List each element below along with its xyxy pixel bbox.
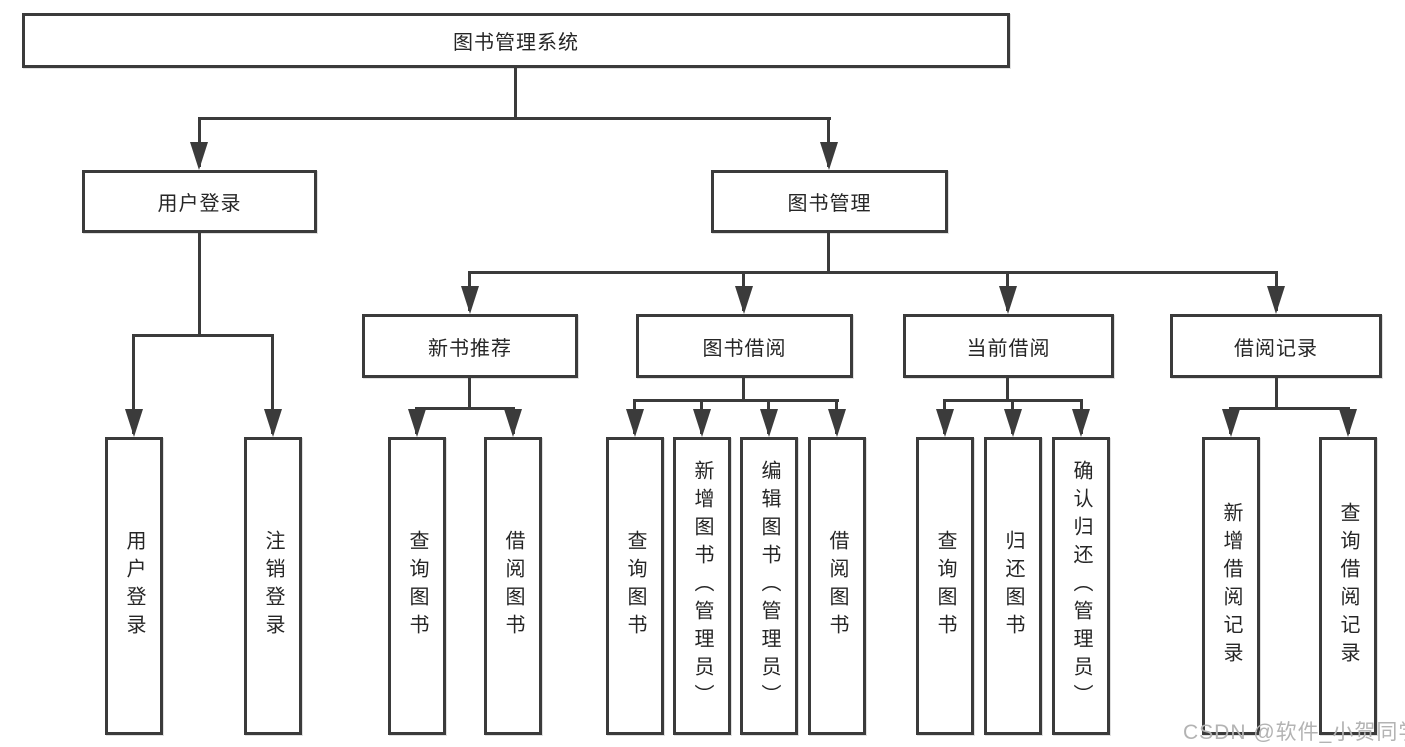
arrowhead-book-mgmt: [820, 142, 838, 170]
leaf-borrow-query: 查询图书: [606, 437, 664, 735]
edge-current-stem: [1006, 378, 1009, 402]
watermark: CSDN @软件_小贺同学: [1183, 721, 1405, 744]
leaf-newbooks-query: 查询图书: [388, 437, 446, 735]
edge-newbooks-bar: [415, 407, 515, 410]
leaf-current-query: 查询图书: [916, 437, 974, 735]
leaf-records-add: 新增借阅记录: [1202, 437, 1260, 735]
leaf-records-query: 查询借阅记录: [1319, 437, 1377, 735]
leaf-borrow-add-admin: 新增图书（管理员）: [673, 437, 731, 735]
leaf-current-return-label: 归还图书: [1002, 530, 1024, 642]
arrowhead-current-leaf1: [936, 409, 954, 437]
arrowhead-borrow-leaf2: [693, 409, 711, 437]
node-user-login: 用户登录: [82, 170, 317, 233]
edge-login-leaf1-stem: [132, 334, 135, 434]
leaf-borrow-borrow-label: 借阅图书: [826, 530, 848, 642]
arrowhead-newbooks-leaf1: [408, 409, 426, 437]
edge-borrow-bar: [633, 399, 839, 402]
leaf-newbooks-query-label: 查询图书: [406, 530, 428, 642]
node-current-borrowing: 当前借阅: [903, 314, 1114, 378]
edge-records-stem: [1275, 378, 1278, 410]
node-book-borrowing: 图书借阅: [636, 314, 853, 378]
arrowhead-records-leaf1: [1222, 409, 1240, 437]
arrowhead-newbooks-leaf2: [504, 409, 522, 437]
leaf-current-return: 归还图书: [984, 437, 1042, 735]
edge-login-bar: [132, 334, 274, 337]
arrowhead-newbooks: [461, 286, 479, 314]
arrowhead-borrow-leaf4: [828, 409, 846, 437]
leaf-borrow-add-admin-label: 新增图书（管理员）: [691, 460, 713, 712]
edge-borrow-stem: [742, 378, 745, 402]
arrowhead-login: [190, 142, 208, 170]
arrowhead-borrow: [735, 286, 753, 314]
leaf-borrow-borrow: 借阅图书: [808, 437, 866, 735]
leaf-borrow-edit-admin-label: 编辑图书（管理员）: [758, 460, 780, 712]
arrowhead-login-leaf2: [264, 409, 282, 437]
arrowhead-borrow-leaf1: [626, 409, 644, 437]
node-new-book-recommend: 新书推荐: [362, 314, 578, 378]
leaf-borrow-edit-admin: 编辑图书（管理员）: [740, 437, 798, 735]
leaf-user-login: 用户登录: [105, 437, 163, 735]
edge-login-stem: [198, 233, 201, 337]
arrowhead-records-leaf2: [1339, 409, 1357, 437]
leaf-records-add-label: 新增借阅记录: [1220, 502, 1242, 670]
edge-root-bar: [198, 117, 831, 120]
arrowhead-records: [1267, 286, 1285, 314]
arrowhead-current-leaf2: [1004, 409, 1022, 437]
edge-newbooks-stem: [468, 378, 471, 410]
leaf-borrow-query-label: 查询图书: [624, 530, 646, 642]
leaf-logout-label: 注销登录: [262, 530, 284, 642]
leaf-records-query-label: 查询借阅记录: [1337, 502, 1359, 670]
edge-login-leaf2-stem: [271, 334, 274, 434]
leaf-user-login-label: 用户登录: [123, 530, 145, 642]
arrowhead-borrow-leaf3: [760, 409, 778, 437]
arrowhead-current: [999, 286, 1017, 314]
arrowhead-current-leaf3: [1072, 409, 1090, 437]
edge-root-stem: [514, 68, 517, 120]
leaf-newbooks-borrow-label: 借阅图书: [502, 530, 524, 642]
edge-mgmt-bar: [468, 271, 1278, 274]
node-borrow-records: 借阅记录: [1170, 314, 1382, 378]
leaf-newbooks-borrow: 借阅图书: [484, 437, 542, 735]
leaf-logout: 注销登录: [244, 437, 302, 735]
leaf-current-confirm-admin-label: 确认归还（管理员）: [1070, 460, 1092, 712]
node-book-management: 图书管理: [711, 170, 948, 233]
leaf-current-query-label: 查询图书: [934, 530, 956, 642]
node-library-system: 图书管理系统: [22, 13, 1010, 68]
arrowhead-login-leaf1: [125, 409, 143, 437]
leaf-current-confirm-admin: 确认归还（管理员）: [1052, 437, 1110, 735]
edge-mgmt-stem: [827, 233, 830, 274]
edge-records-bar: [1229, 407, 1350, 410]
